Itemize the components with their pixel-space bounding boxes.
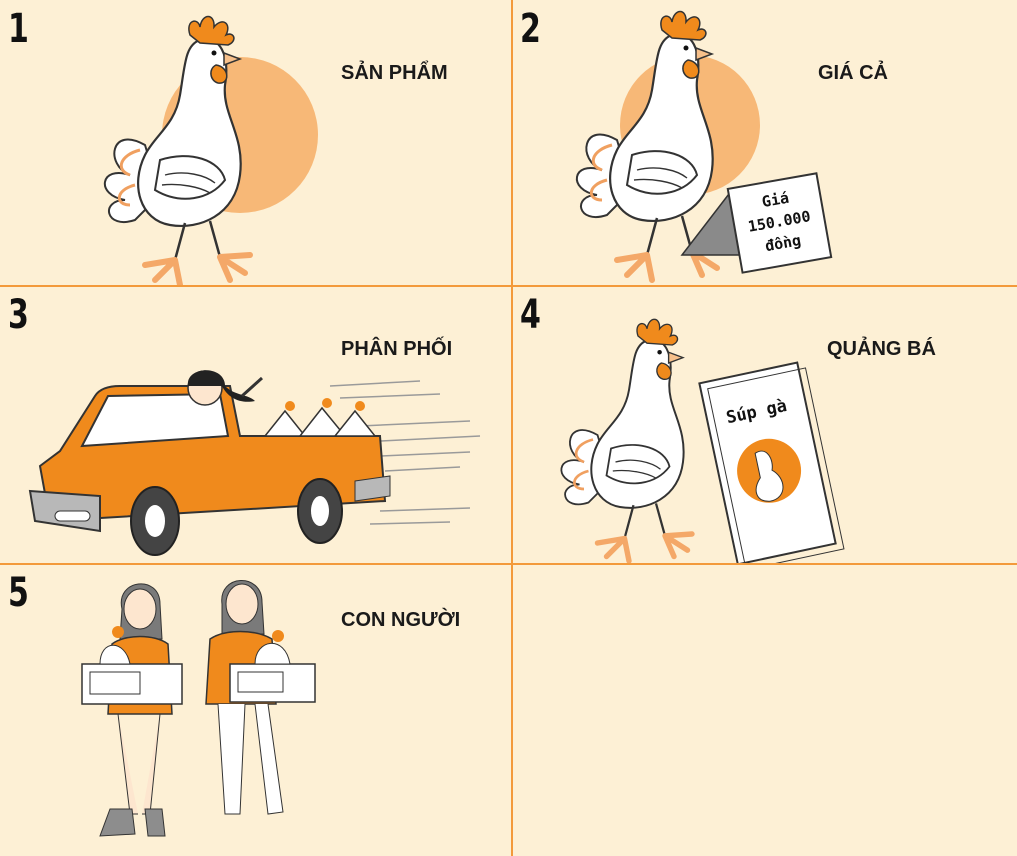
panel-number: 4 (520, 292, 541, 338)
panel-label: SẢN PHẨM (341, 62, 448, 84)
panel-label: GIÁ CẢ (818, 62, 888, 84)
panel-label: QUẢNG BÁ (827, 338, 936, 360)
divider-vertical (511, 0, 513, 856)
divider-horizontal (0, 285, 1017, 287)
panel-number: 2 (520, 6, 541, 52)
truck-illustration (28, 370, 481, 556)
people-illustration (81, 580, 316, 837)
panel-promotion: Súp gà 4 QUẢNG BÁ (512, 286, 1017, 564)
panel-number: 1 (8, 6, 29, 52)
panel-label: CON NGƯỜI (341, 609, 461, 631)
price-sign-line3: đồng (764, 231, 803, 255)
hen-illustration (0, 0, 318, 286)
poster: Súp gà (698, 361, 845, 564)
panel-people: 5 CON NGƯỜI (0, 564, 512, 856)
panel-number: 5 (8, 570, 29, 616)
price-sign: Giá 150.000 đồng (726, 172, 833, 274)
hen-with-poster-illustration: Súp gà (512, 286, 845, 564)
hen-with-price-sign-illustration: Giá 150.000 đồng (512, 0, 833, 286)
panel-product: 1 SẢN PHẨM (0, 0, 512, 286)
panel-price: Giá 150.000 đồng 2 GIÁ CẢ (512, 0, 1017, 286)
panel-number: 3 (8, 292, 29, 338)
panel-distribution: 3 PHÂN PHỐI (0, 286, 512, 564)
price-sign-line1: Giá (760, 189, 790, 211)
panel-label: PHÂN PHỐI (341, 338, 453, 360)
panel-empty (512, 564, 1017, 856)
divider-horizontal (0, 563, 1017, 565)
